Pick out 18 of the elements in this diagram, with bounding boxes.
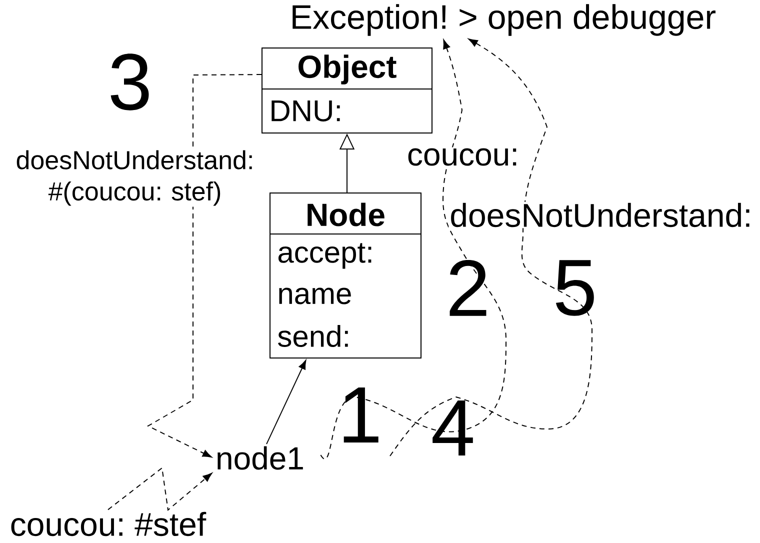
arrow [390,38,592,456]
class-box: Node accept: name send: [270,192,422,358]
arrow [108,467,212,511]
edge-label: coucou: [406,147,520,167]
message-text: coucou: #stef [11,512,206,536]
step-number: 4 [432,400,473,456]
arrow [146,74,262,458]
arrow [320,40,506,460]
step-number: 5 [556,260,594,316]
message-text: node1 [218,446,303,470]
edge-label: doesNotUnderstand: #(coucou: stef) [9,149,261,207]
step-number: 2 [450,260,486,316]
message-text: Exception! > open debugger [292,4,716,36]
step-number: 3 [110,54,149,110]
edge-label: doesNotUnderstand: [448,202,754,228]
class-box: Object DNU: [262,48,432,134]
step-number: 1 [344,387,378,443]
arrow [266,360,306,445]
